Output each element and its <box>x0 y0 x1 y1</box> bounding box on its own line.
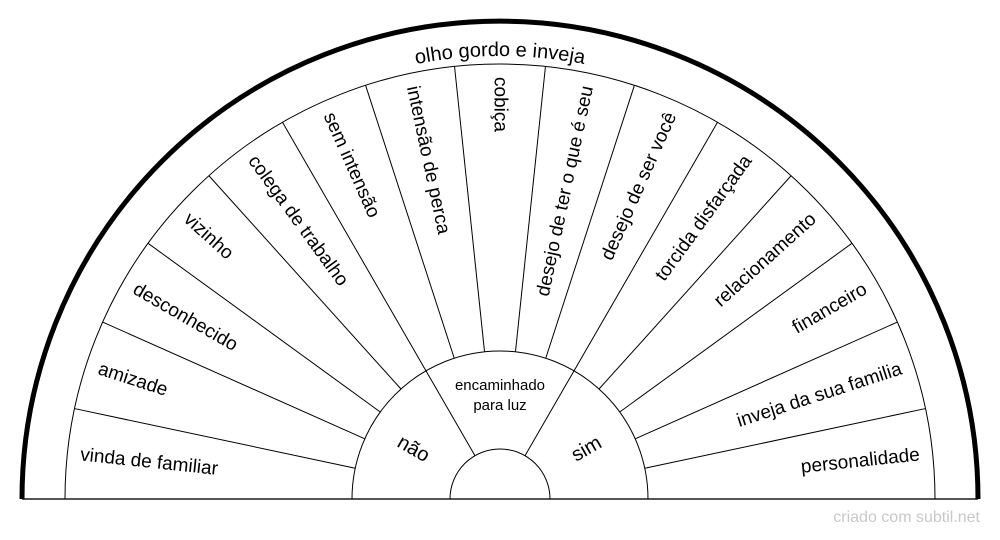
segment-label: relacionamento <box>710 209 821 312</box>
inner-label-yes: sim <box>568 432 606 467</box>
segment-label: torcida disfarçada <box>651 151 756 285</box>
segment-label: vizinho <box>179 209 237 264</box>
segment-label: financeiro <box>789 279 871 338</box>
center-arc <box>449 448 551 500</box>
segment-divider <box>282 122 427 372</box>
inner-label-no: não <box>393 431 433 467</box>
segment-label: desejo de ter o que é seu <box>533 84 598 298</box>
segment-label: personalidade <box>800 444 921 477</box>
inner-divider <box>425 370 476 456</box>
chart-title-text: olho gordo e inveja <box>413 39 588 69</box>
segment-divider <box>102 321 365 440</box>
segment-divider <box>147 242 381 413</box>
segment-label: cobiça <box>490 77 511 132</box>
segment-label: colega de trabalho <box>244 151 353 290</box>
segment-divider <box>545 85 635 359</box>
inner-label-center-line1: encaminhado <box>455 377 545 394</box>
segment-label: amizade <box>95 359 170 401</box>
inner-ring-arc <box>351 350 649 500</box>
segment-label: desejo de ser você <box>597 109 681 263</box>
segment-divider <box>635 321 898 440</box>
segment-label: intensão de perca <box>402 84 454 237</box>
outer-arc <box>19 18 981 500</box>
segment-divider <box>573 122 718 372</box>
segment-divider <box>74 408 356 469</box>
segment-divider <box>514 66 546 352</box>
segment-outer-arc <box>64 63 936 500</box>
segment-label: vinda de familiar <box>79 444 219 479</box>
segment-divider <box>365 85 455 359</box>
segment-divider <box>644 408 926 469</box>
segment-divider <box>619 242 853 413</box>
segment-divider <box>208 175 402 390</box>
segment-divider <box>454 66 486 352</box>
inner-label-center-line2: para luz <box>473 397 526 414</box>
inner-divider <box>524 370 575 456</box>
segment-label: inveja da sua familia <box>734 358 905 431</box>
footer-credit: criado com subtil.net <box>833 509 980 526</box>
segment-label: desconhecido <box>129 279 241 356</box>
chart-title: olho gordo e inveja <box>413 39 588 69</box>
segment-divider <box>598 175 792 390</box>
segment-label: sem intensão <box>319 109 384 221</box>
